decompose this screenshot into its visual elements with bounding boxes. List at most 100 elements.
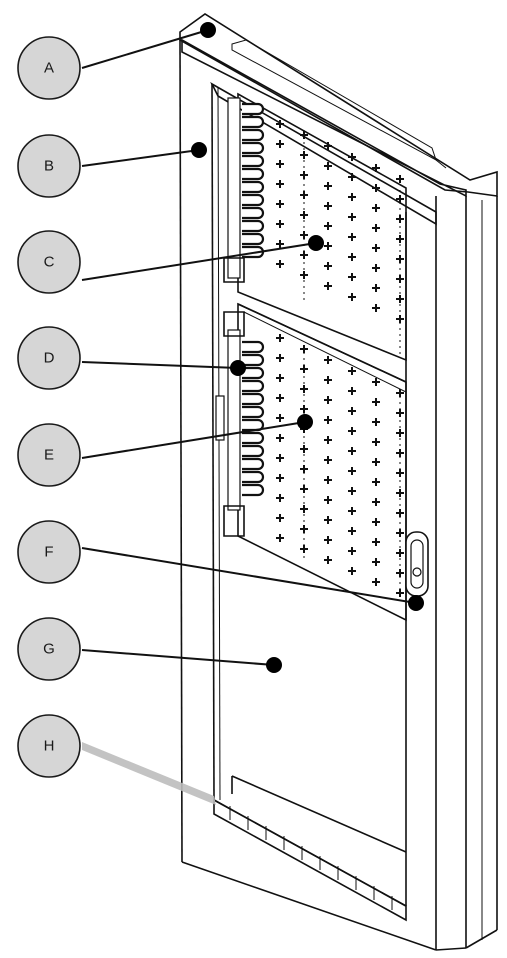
panel-cross bbox=[324, 222, 332, 230]
panel-cross bbox=[372, 518, 380, 526]
callout-c-label: C bbox=[44, 254, 55, 271]
panel-cross bbox=[348, 407, 356, 415]
callout-c: C bbox=[17, 230, 81, 294]
panel-cross bbox=[324, 162, 332, 170]
panel-cross bbox=[276, 120, 284, 128]
cable-clamp bbox=[242, 219, 265, 233]
cable-clamp bbox=[242, 141, 265, 155]
cable-clamp bbox=[242, 193, 265, 207]
dot-g bbox=[266, 657, 282, 673]
callout-f: F bbox=[17, 520, 81, 584]
callout-b-label: B bbox=[44, 158, 54, 175]
cable-clamp bbox=[242, 431, 265, 445]
cable-clamp bbox=[242, 392, 265, 406]
panel-cross bbox=[276, 160, 284, 168]
cable-clamp bbox=[242, 180, 265, 194]
cable-clamp bbox=[242, 379, 265, 393]
panel-cross bbox=[372, 438, 380, 446]
upper-mounting-panel bbox=[237, 92, 407, 362]
upper-panel-crosses bbox=[276, 120, 404, 323]
bottom-vent-grille bbox=[213, 798, 407, 922]
pointer-dots bbox=[191, 22, 424, 673]
panel-cross bbox=[276, 394, 284, 402]
panel-cross bbox=[348, 173, 356, 181]
panel-cross bbox=[348, 213, 356, 221]
callout-f-label: F bbox=[44, 544, 53, 561]
panel-cross bbox=[276, 260, 284, 268]
panel-cross bbox=[348, 387, 356, 395]
leader-b bbox=[81, 149, 200, 167]
panel-cross bbox=[324, 242, 332, 250]
panel-cross bbox=[324, 436, 332, 444]
callout-e-label: E bbox=[44, 447, 54, 464]
panel-cross bbox=[348, 233, 356, 241]
panel-cross bbox=[324, 142, 332, 150]
callout-e: E bbox=[17, 423, 81, 487]
dot-e bbox=[297, 414, 313, 430]
panel-cross bbox=[324, 282, 332, 290]
dot-f bbox=[408, 595, 424, 611]
panel-cross bbox=[324, 396, 332, 404]
panel-cross bbox=[276, 434, 284, 442]
panel-cross bbox=[348, 467, 356, 475]
panel-cross bbox=[372, 164, 380, 172]
cable-clamp bbox=[242, 444, 265, 458]
panel-cross bbox=[276, 334, 284, 342]
dot-c bbox=[308, 235, 324, 251]
leader-c bbox=[81, 242, 317, 281]
cable-clamp bbox=[242, 128, 265, 142]
panel-cross bbox=[372, 378, 380, 386]
leader-a bbox=[81, 29, 209, 69]
panel-cross bbox=[348, 547, 356, 555]
panel-cross bbox=[324, 356, 332, 364]
panel-cross bbox=[348, 193, 356, 201]
panel-cross bbox=[276, 374, 284, 382]
panel-cross bbox=[348, 447, 356, 455]
leader-lines bbox=[81, 29, 417, 805]
panel-cross bbox=[324, 456, 332, 464]
panel-cross bbox=[276, 414, 284, 422]
callout-g: G bbox=[17, 617, 81, 681]
panel-cross bbox=[372, 184, 380, 192]
panel-cross bbox=[276, 220, 284, 228]
panel-cross bbox=[348, 487, 356, 495]
callout-d-label: D bbox=[44, 350, 55, 367]
panel-cross bbox=[276, 180, 284, 188]
panel-cross bbox=[276, 474, 284, 482]
callout-a-label: A bbox=[44, 60, 54, 77]
cable-clamp bbox=[242, 167, 265, 181]
panel-cross bbox=[372, 204, 380, 212]
panel-cross bbox=[324, 416, 332, 424]
cable-clamp bbox=[242, 457, 265, 471]
panel-cross bbox=[348, 253, 356, 261]
panel-cross bbox=[348, 507, 356, 515]
dot-b bbox=[191, 142, 207, 158]
panel-cross bbox=[372, 498, 380, 506]
panel-cross bbox=[276, 494, 284, 502]
panel-cross bbox=[324, 202, 332, 210]
lower-mounting-panel bbox=[237, 302, 407, 622]
panel-cross bbox=[348, 273, 356, 281]
leader-f bbox=[81, 547, 417, 604]
panel-cross bbox=[300, 345, 308, 353]
cable-clamp bbox=[242, 483, 265, 497]
callout-h-label: H bbox=[44, 738, 55, 755]
panel-cross bbox=[348, 527, 356, 535]
cable-clamp bbox=[242, 366, 265, 380]
cable-clamp bbox=[242, 115, 265, 129]
panel-cross bbox=[372, 284, 380, 292]
door-handle bbox=[405, 531, 429, 597]
door-frame bbox=[179, 13, 498, 951]
panel-cross bbox=[372, 224, 380, 232]
panel-cross bbox=[372, 244, 380, 252]
panel-cross bbox=[324, 476, 332, 484]
leader-g bbox=[81, 649, 275, 666]
panel-cross bbox=[348, 427, 356, 435]
callout-d: D bbox=[17, 326, 81, 390]
panel-cross bbox=[276, 140, 284, 148]
cable-clamp bbox=[242, 405, 265, 419]
panel-cross bbox=[372, 538, 380, 546]
panel-cross bbox=[276, 354, 284, 362]
lower-panel-crosses bbox=[276, 334, 404, 597]
